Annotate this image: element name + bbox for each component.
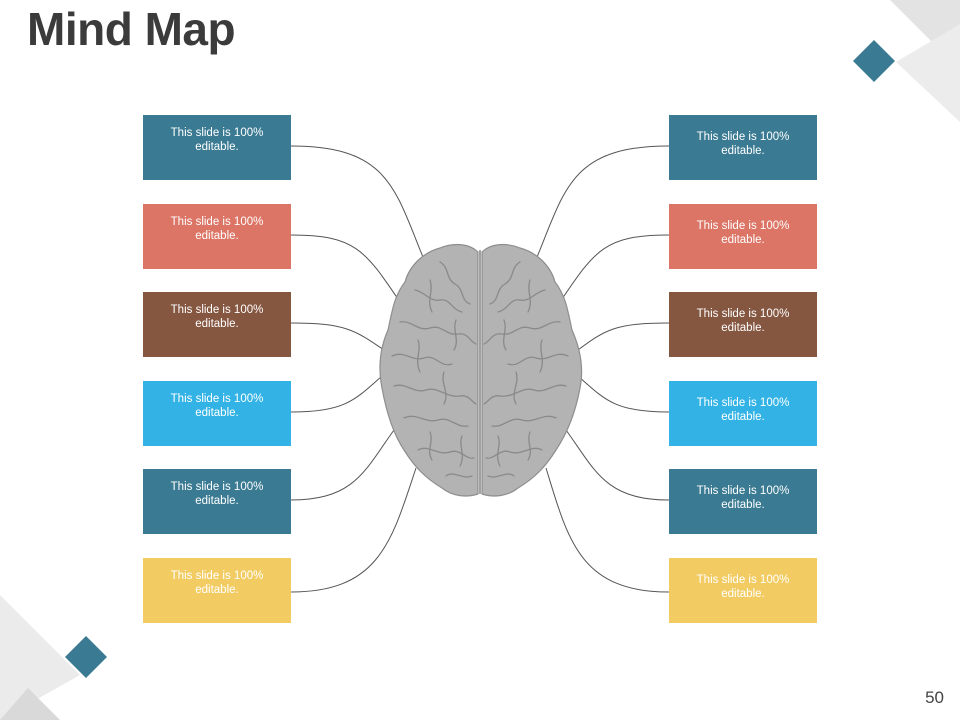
corner-triangle-bottom [0, 688, 60, 720]
box-text: This slide is 100% editable. [696, 396, 790, 423]
slide-title: Mind Map [27, 3, 236, 55]
box-text: This slide is 100% editable. [170, 392, 264, 419]
connector-left-4 [290, 375, 383, 413]
page-number: 50 [925, 688, 944, 707]
right-box-1[interactable]: This slide is 100% editable. [669, 115, 817, 180]
right-box-6[interactable]: This slide is 100% editable. [669, 558, 817, 623]
diamond-icon [853, 40, 895, 82]
right-box-5[interactable]: This slide is 100% editable. [669, 469, 817, 534]
corner-triangle-right [896, 24, 960, 122]
connector-left-2 [290, 234, 401, 303]
connector-left-5 [290, 429, 395, 501]
box-text: This slide is 100% editable. [696, 130, 790, 157]
connector-lines [290, 145, 670, 593]
left-box-4[interactable]: This slide is 100% editable. [143, 381, 291, 446]
box-text: This slide is 100% editable. [696, 219, 790, 246]
right-box-4[interactable]: This slide is 100% editable. [669, 381, 817, 446]
corner-triangle-left [0, 595, 80, 720]
box-text: This slide is 100% editable. [696, 573, 790, 600]
box-text: This slide is 100% editable. [170, 126, 264, 153]
box-text: This slide is 100% editable. [170, 303, 264, 330]
box-text: This slide is 100% editable. [170, 480, 264, 507]
left-box-1[interactable]: This slide is 100% editable. [143, 115, 291, 180]
box-text: This slide is 100% editable. [170, 569, 264, 596]
connector-right-3 [577, 322, 670, 351]
brain-icon [379, 243, 583, 497]
connector-right-5 [565, 429, 670, 501]
left-box-6[interactable]: This slide is 100% editable. [143, 558, 291, 623]
connector-left-6 [290, 467, 417, 593]
connector-right-2 [559, 234, 670, 303]
box-text: This slide is 100% editable. [170, 215, 264, 242]
left-box-2[interactable]: This slide is 100% editable. [143, 204, 291, 269]
box-text: This slide is 100% editable. [696, 484, 790, 511]
connector-right-6 [545, 467, 670, 593]
box-text: This slide is 100% editable. [696, 307, 790, 334]
diamond-icon [65, 636, 107, 678]
connector-right-4 [577, 375, 670, 413]
right-box-3[interactable]: This slide is 100% editable. [669, 292, 817, 357]
connector-right-1 [534, 145, 670, 263]
right-box-2[interactable]: This slide is 100% editable. [669, 204, 817, 269]
connector-left-1 [290, 145, 426, 263]
left-box-3[interactable]: This slide is 100% editable. [143, 292, 291, 357]
connector-left-3 [290, 322, 385, 351]
left-box-5[interactable]: This slide is 100% editable. [143, 469, 291, 534]
